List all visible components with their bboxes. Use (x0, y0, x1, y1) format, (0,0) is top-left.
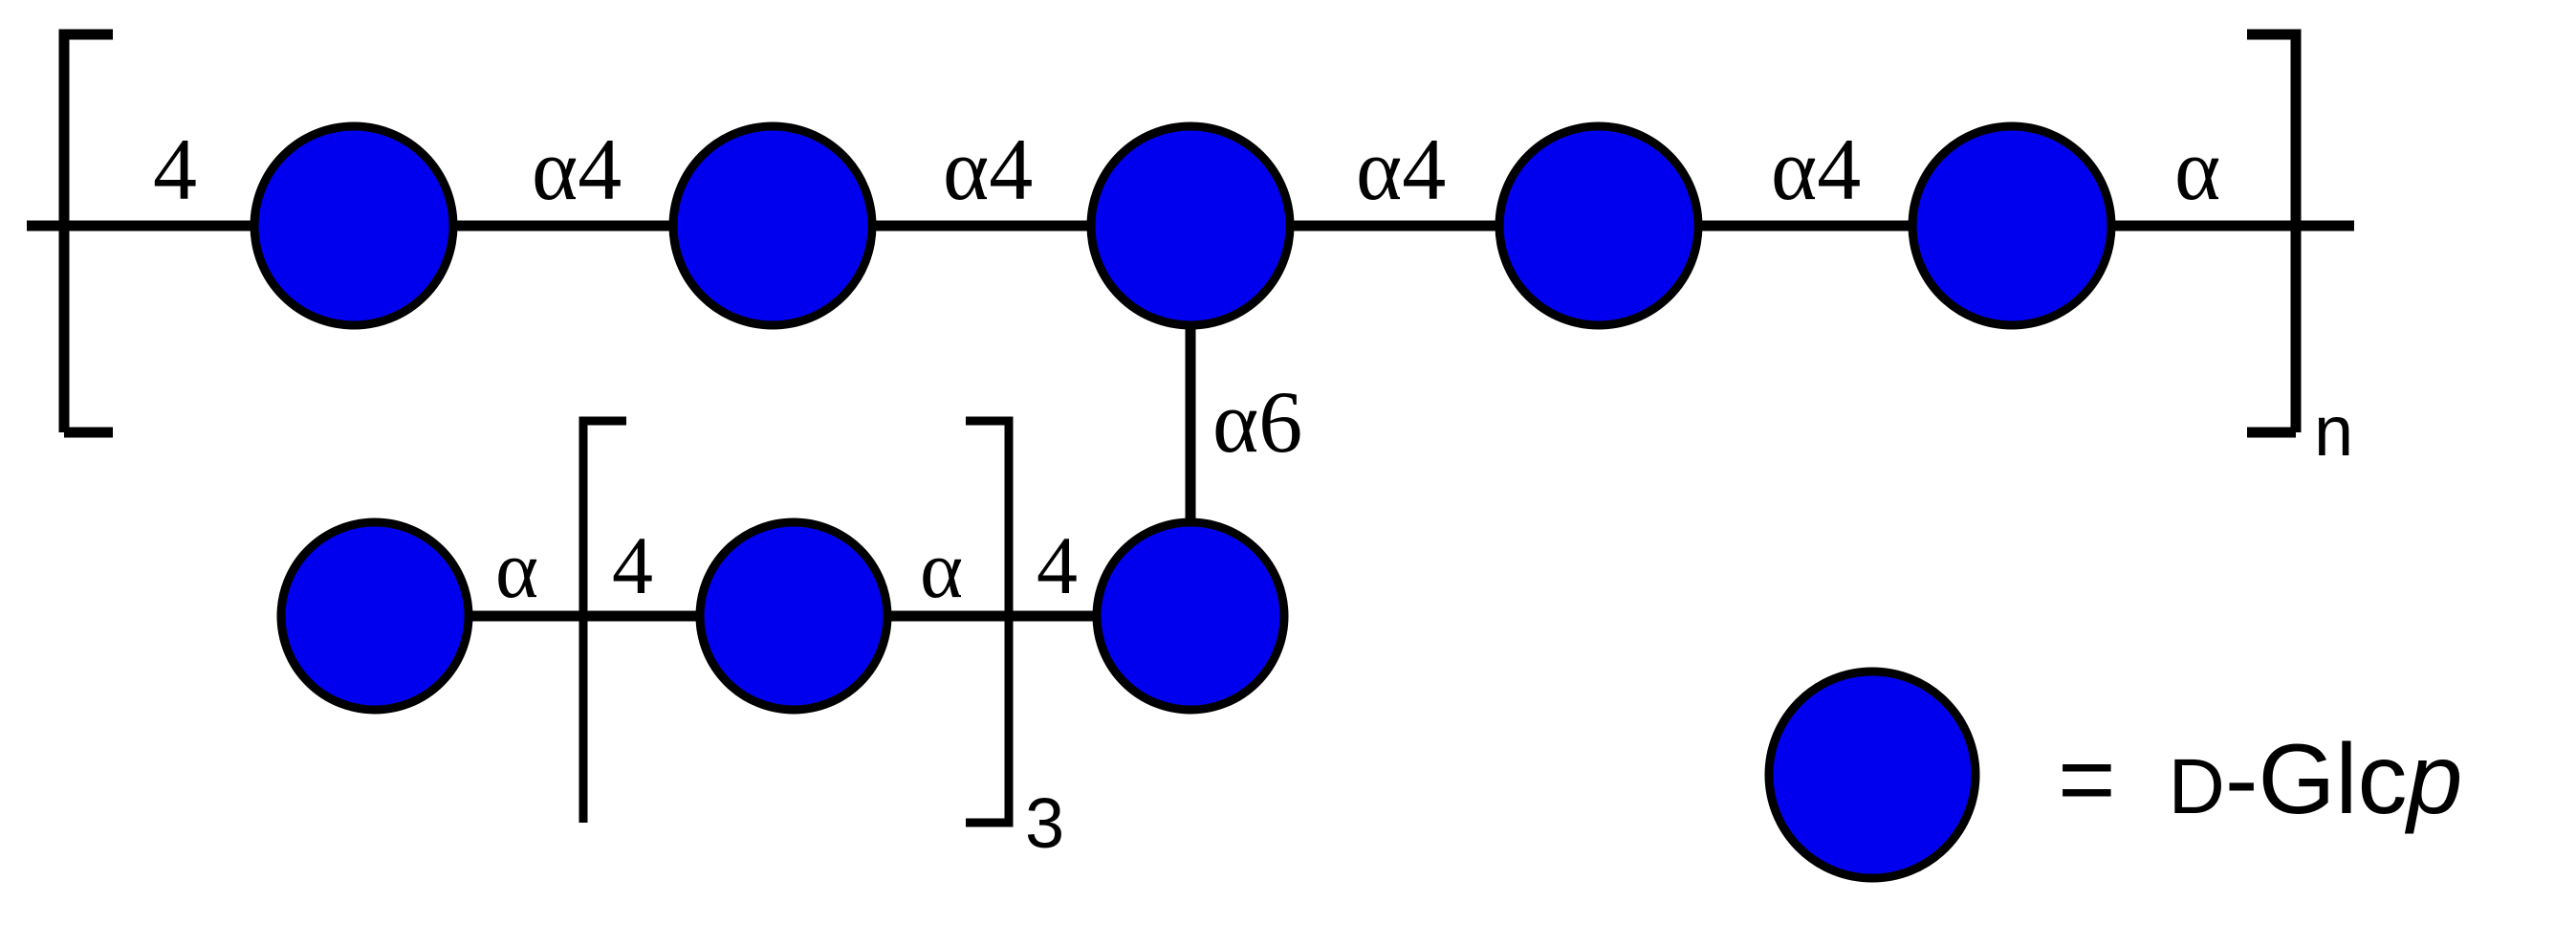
legend-label: = D-Glcp (2058, 724, 2462, 835)
repeat-bracket-open (58, 29, 113, 432)
repeat-bracket-close (2247, 29, 2302, 432)
branch-bracket-close (966, 416, 1014, 827)
backbone-residue-4[interactable] (1495, 121, 1703, 330)
backbone-linkage-label-1: α4 (532, 121, 622, 218)
branch-residue-2[interactable] (695, 518, 892, 715)
backbone-label-reducing-end: 4 (153, 121, 197, 218)
backbone-linkage-label-4: α4 (1771, 121, 1861, 218)
repeat-bracket-subscript-n: n (2314, 391, 2353, 471)
legend-equals-sign: = (2058, 724, 2116, 835)
backbone-linkage-label-2: α4 (943, 121, 1033, 218)
legend-glc-body: Glc (2259, 724, 2408, 835)
branch-linkage-2-position: 4 (1037, 519, 1078, 611)
legend-d-prefix: D (2169, 743, 2225, 830)
legend-residue-swatch (1764, 667, 1980, 883)
backbone-residue-5[interactable] (1908, 121, 2116, 330)
branch-linkage-label-alpha6: α6 (1212, 373, 1302, 471)
legend-p-suffix: p (2405, 724, 2463, 835)
backbone-residue-1[interactable] (250, 121, 458, 330)
backbone-linkage-label-3: α4 (1356, 121, 1446, 218)
legend-separator: - (2225, 724, 2259, 835)
backbone-residue-3[interactable] (1086, 121, 1295, 330)
branch-residue-3[interactable] (1092, 518, 1289, 715)
branch-linkage-1-position: 4 (612, 519, 653, 611)
backbone-label-non-reducing-end: α (2174, 121, 2220, 218)
branch-residue-1[interactable] (276, 518, 473, 715)
branch-linkage-1-anomeric: α (495, 523, 538, 615)
backbone-residue-2[interactable] (668, 121, 877, 330)
branch-bracket-open (579, 416, 626, 823)
branch-linkage-2-anomeric: α (920, 523, 963, 615)
branch-bracket-subscript-3: 3 (1025, 783, 1064, 863)
